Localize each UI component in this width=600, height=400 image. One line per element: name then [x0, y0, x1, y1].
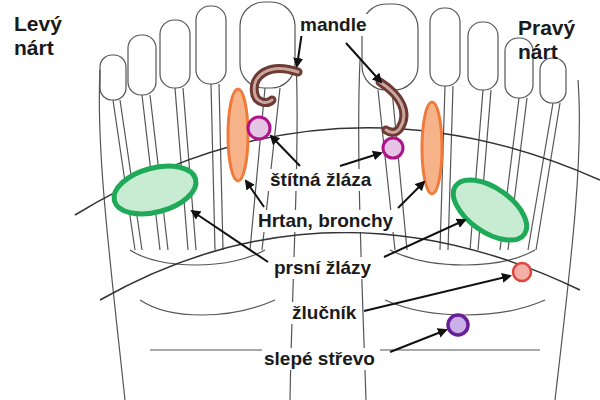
zone-label: mandle	[298, 14, 369, 36]
zone-label: slepé střevo	[262, 348, 377, 370]
zone-label: žlučník	[290, 302, 358, 324]
zone-label: štítná žláza	[268, 169, 373, 191]
zone-label: Hrtan, bronchy	[256, 210, 395, 232]
zone-label: Levý nárt	[12, 12, 96, 60]
zone-label: Pravý nárt	[516, 16, 596, 64]
zone-label: prsní žlázy	[272, 257, 373, 279]
